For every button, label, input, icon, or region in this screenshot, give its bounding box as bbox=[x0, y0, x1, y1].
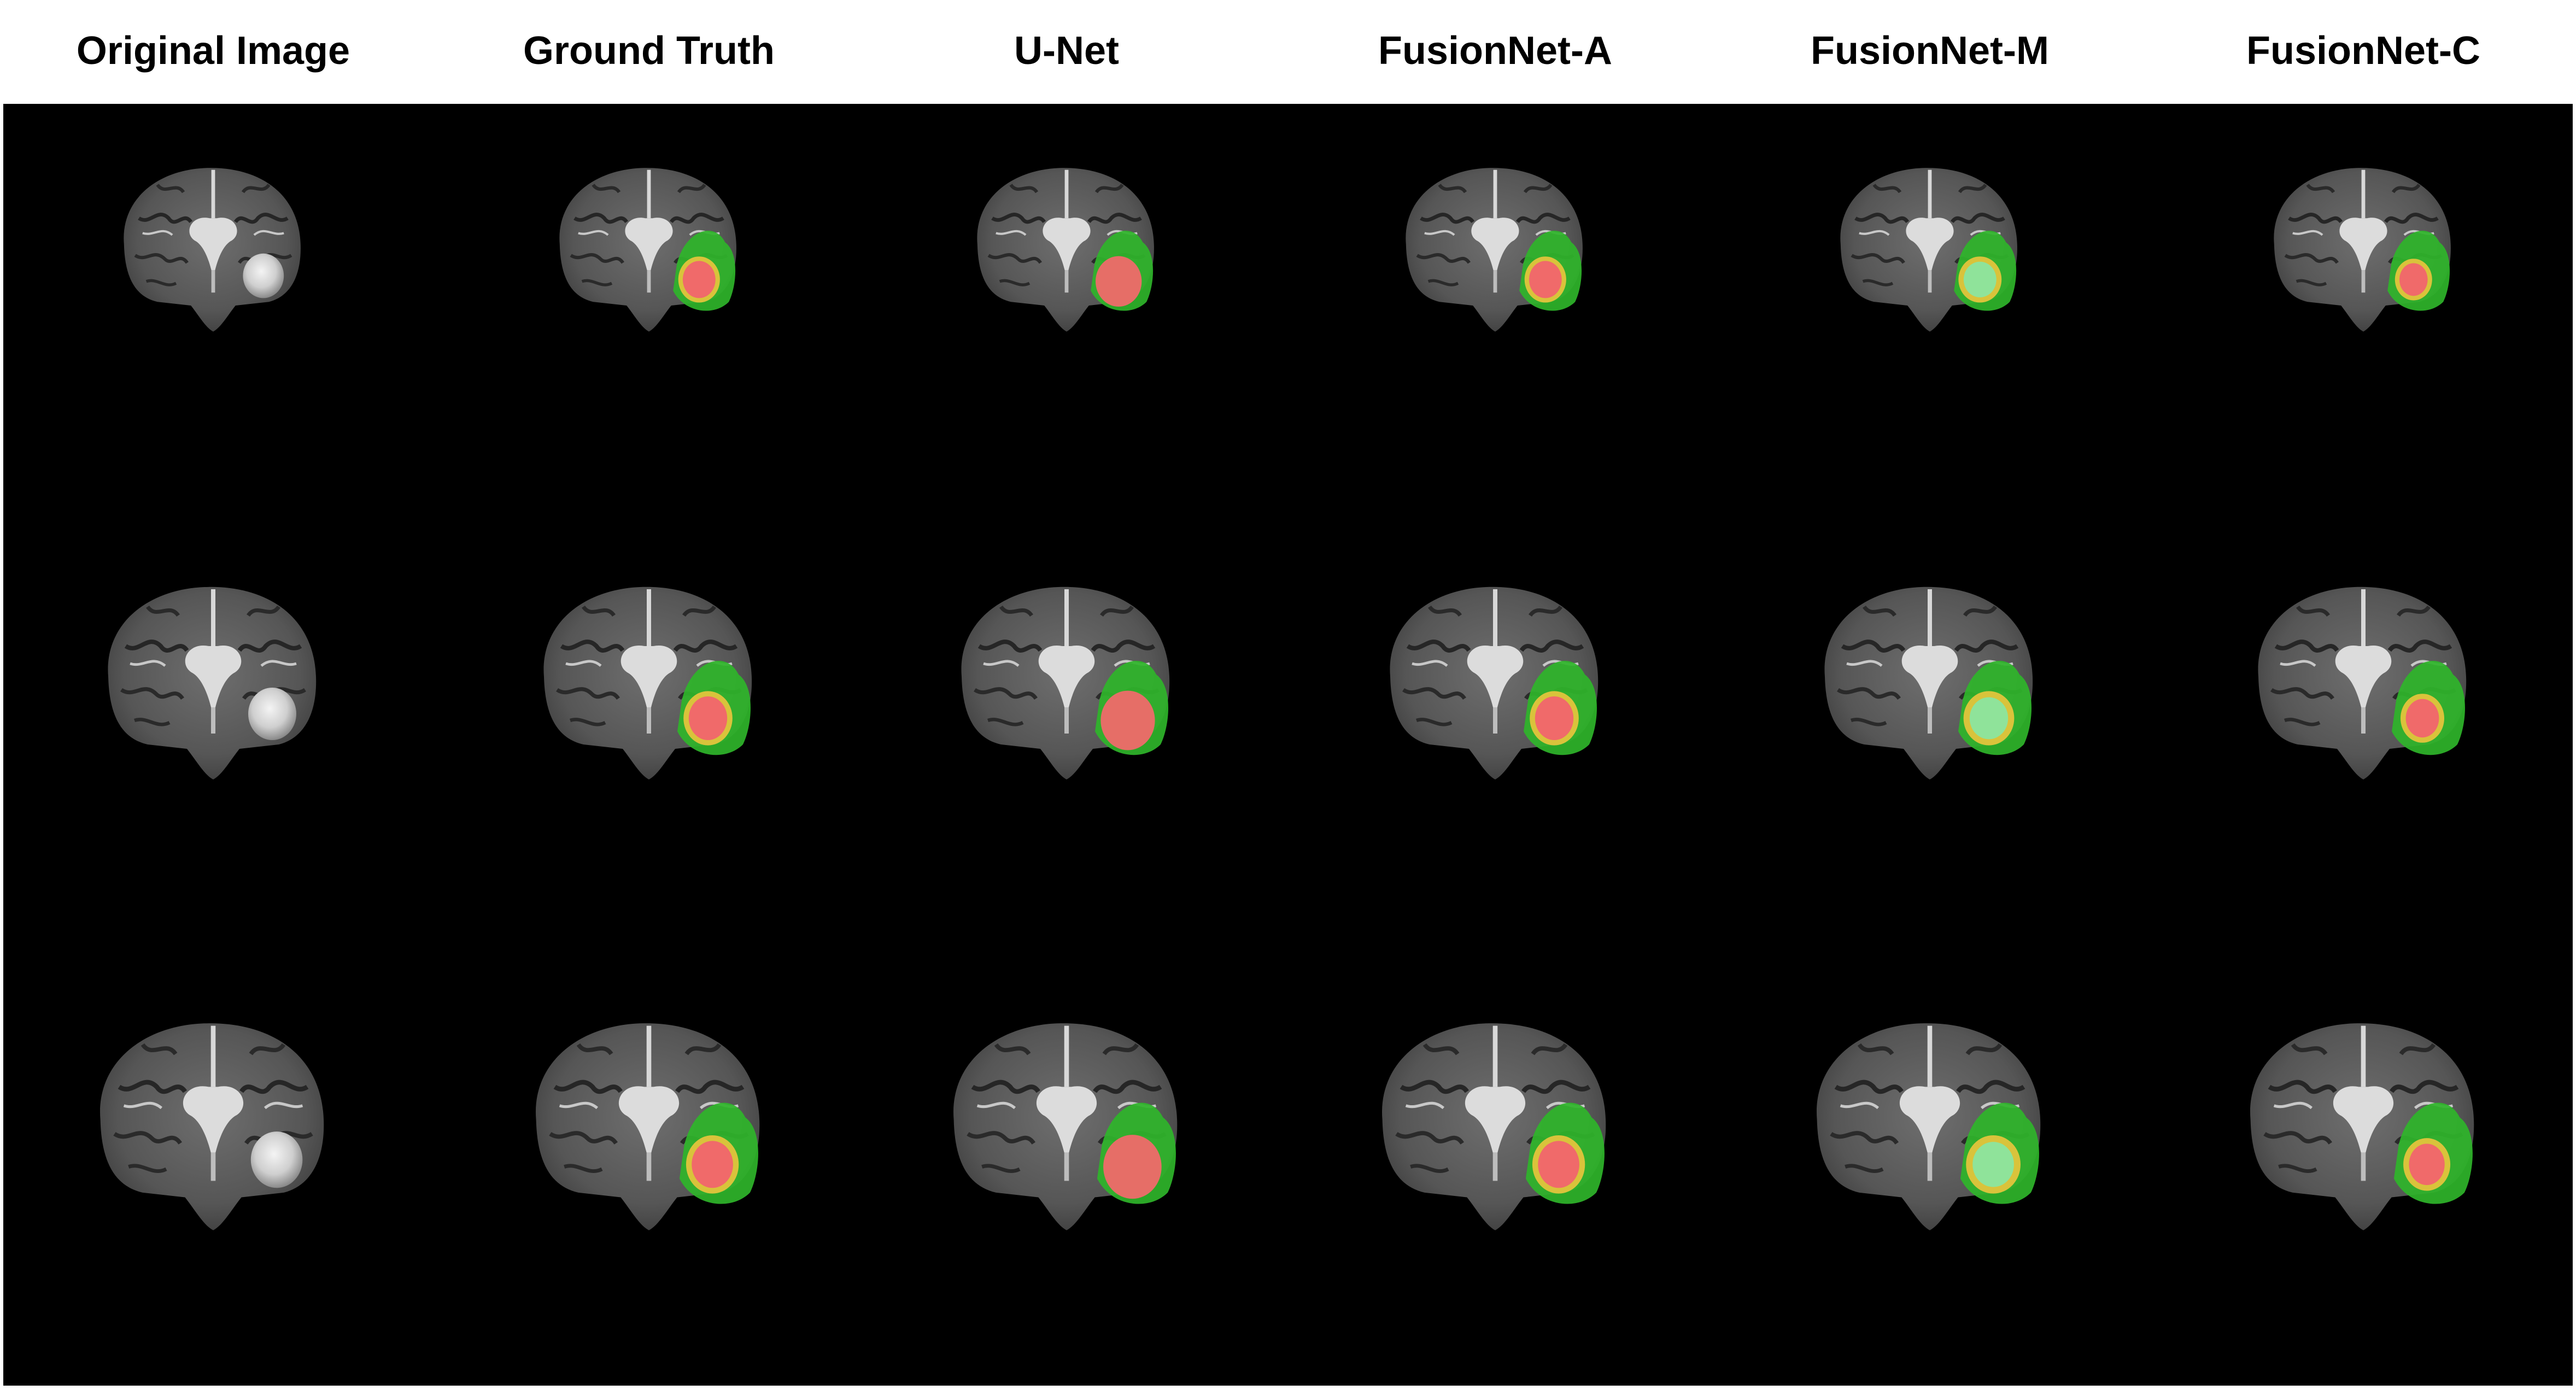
tumor-core-mixed bbox=[1972, 1142, 2014, 1187]
mri-slice-r2-c3 bbox=[961, 587, 1169, 779]
bright-lesion bbox=[250, 1131, 303, 1188]
column-title-fusionnet-c: FusionNet-C bbox=[2246, 29, 2480, 73]
tumor-core bbox=[1538, 1141, 1579, 1188]
tumor-core bbox=[1529, 261, 1562, 298]
mri-slice-r1-c1 bbox=[124, 168, 301, 331]
mri-slice-r1-c2 bbox=[559, 168, 736, 331]
tumor-core bbox=[682, 261, 716, 298]
mri-slice-r1-c5 bbox=[1840, 168, 2017, 331]
bright-lesion bbox=[243, 253, 284, 298]
segmentation-figure-panel bbox=[3, 104, 2573, 1386]
tumor-core bbox=[692, 1141, 733, 1188]
tumor-core bbox=[1535, 696, 1574, 740]
tumor-core-mixed bbox=[1969, 697, 2009, 740]
mri-slice-r2-c6 bbox=[2258, 587, 2466, 779]
mri-slice-r3-c6 bbox=[2250, 1023, 2474, 1230]
column-title-fusionnet-m: FusionNet-M bbox=[1811, 29, 2049, 73]
mri-slice-r3-c2 bbox=[536, 1023, 759, 1230]
column-title-u-net: U-Net bbox=[1014, 29, 1119, 73]
tumor-core-mixed bbox=[1963, 261, 1997, 298]
mri-slice-r2-c2 bbox=[543, 587, 752, 779]
tumor-core bbox=[1096, 256, 1142, 307]
mri-slice-r1-c3 bbox=[977, 168, 1154, 331]
tumor-core bbox=[688, 696, 728, 740]
tumor-core bbox=[2405, 699, 2439, 738]
column-title-original-image: Original Image bbox=[76, 29, 350, 73]
mri-slice-r1-c4 bbox=[1406, 168, 1583, 331]
tumor-core bbox=[2409, 1143, 2445, 1186]
bright-lesion bbox=[248, 688, 296, 740]
mri-slice-r3-c5 bbox=[1817, 1023, 2040, 1230]
mri-slice-r2-c5 bbox=[1824, 587, 2033, 779]
tumor-core bbox=[1103, 1135, 1162, 1199]
mri-slice-r1-c6 bbox=[2274, 168, 2451, 331]
column-title-fusionnet-a: FusionNet-A bbox=[1378, 29, 1612, 73]
mri-slice-r3-c1 bbox=[100, 1023, 324, 1230]
column-header-row: Original Image Ground Truth U-Net Fusion… bbox=[0, 0, 2576, 104]
column-title-ground-truth: Ground Truth bbox=[523, 29, 775, 73]
mri-slice-r2-c4 bbox=[1390, 587, 1598, 779]
mri-slice-r3-c4 bbox=[1382, 1023, 1606, 1230]
segmentation-grid bbox=[3, 104, 2573, 1386]
tumor-core bbox=[2399, 263, 2428, 296]
tumor-core bbox=[1100, 690, 1155, 750]
mri-slice-r2-c1 bbox=[108, 587, 316, 779]
mri-slice-r3-c3 bbox=[953, 1023, 1177, 1230]
